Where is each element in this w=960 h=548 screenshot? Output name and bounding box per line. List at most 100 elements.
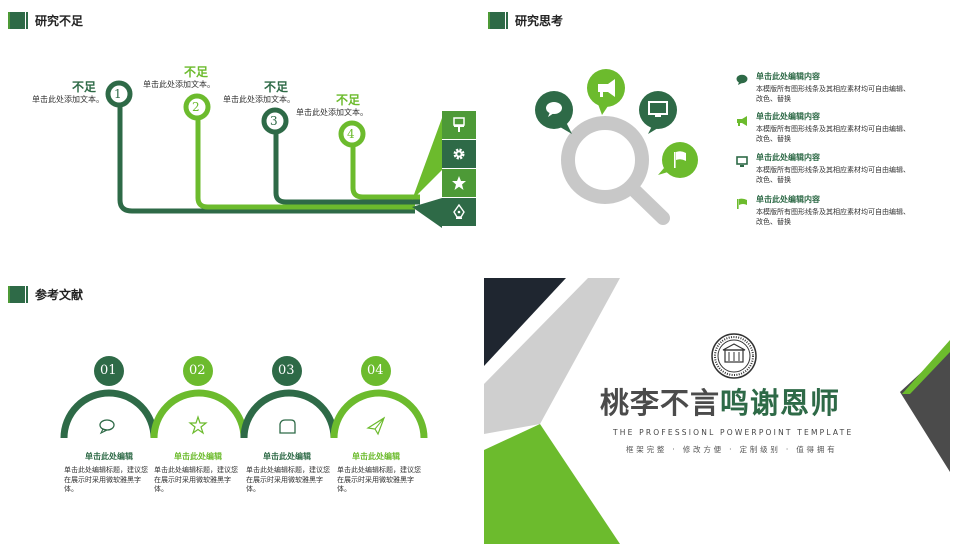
- magnifier-handle: [625, 181, 670, 225]
- slide-title-text: 研究不足: [35, 14, 84, 28]
- ref-heading-1: 单击此处编辑: [85, 452, 133, 461]
- ref-heading-2: 单击此处编辑: [174, 452, 222, 461]
- connector-line-3: [273, 132, 420, 205]
- slide-title: 研究思考: [488, 12, 564, 29]
- megaphone-icon: [587, 69, 625, 115]
- paper-plane-icon: [366, 416, 386, 436]
- monitor-icon: [736, 156, 748, 167]
- connector-line-1: [117, 104, 415, 214]
- thought-item-1: 单击此处编辑内容 本模版所有图形线条及其相应素材均可自由编辑、改色、替换: [756, 71, 916, 104]
- gap-text-2: 单击此处添加文本。: [143, 80, 215, 89]
- english-subtitle: THE PROFESSIONL POWERPOINT TEMPLATE: [613, 428, 854, 437]
- thought-heading: 单击此处编辑内容: [756, 195, 820, 204]
- gap-heading-2: 不足: [184, 65, 209, 79]
- thought-text: 本模版所有图形线条及其相应素材均可自由编辑、改色、替换: [756, 208, 910, 226]
- wedge-light: [412, 118, 442, 200]
- closing-title-part2: 鸣谢恩师: [720, 386, 841, 420]
- thought-item-2: 单击此处编辑内容 本模版所有图形线条及其相应素材均可自由编辑、改色、替换: [756, 111, 916, 144]
- star-icon: [442, 169, 476, 197]
- ref-heading-3: 单击此处编辑: [263, 452, 311, 461]
- step-circle-4: [338, 120, 366, 148]
- magnifier-lens: [561, 116, 649, 204]
- ref-number-1: 01: [100, 363, 117, 378]
- closing-title-part1: 桃李不言: [600, 386, 721, 420]
- green-polygon: [484, 424, 620, 544]
- title-accent-bar: [488, 12, 508, 29]
- slide-title: 研究不足: [8, 12, 84, 29]
- step-circle-3: [261, 107, 289, 135]
- thought-heading: 单击此处编辑内容: [756, 153, 820, 162]
- ref-number-circle-1: [94, 356, 124, 386]
- gap-text-3: 单击此处添加文本。: [223, 95, 295, 104]
- arch-1: [60, 389, 158, 439]
- step-circle-1: [105, 80, 133, 108]
- flag-icon: [737, 198, 747, 209]
- chinese-subtitle: 框架完整 · 修改方便 · 定制级别 · 值得拥有: [626, 445, 838, 454]
- step-number-4: 4: [347, 127, 355, 141]
- geometric-background: [484, 278, 950, 544]
- slide-title-text: 参考文献: [35, 288, 84, 302]
- step-number-1: 1: [114, 87, 122, 101]
- ref-number-circle-3: [272, 356, 302, 386]
- paint-brush-icon: [442, 111, 476, 139]
- slide-references: 参考文献 01 02 03 04 单击此处编辑 单击此处编辑标题，建议您在展示时…: [0, 274, 480, 548]
- ref-heading-4: 单击此处编辑: [352, 452, 400, 461]
- ref-number-circle-2: [183, 356, 213, 386]
- ref-text-3: 单击此处编辑标题，建议您在展示时采用微软雅黑字体。: [246, 466, 330, 493]
- magnifier-graphic: [535, 69, 698, 225]
- step-number-2: 2: [192, 100, 200, 114]
- step-number-3: 3: [270, 114, 278, 128]
- slide-research-gaps: 研究不足 1 2 3 4 不足 单击此处添加文本。 不足 单击此处添加文本。 不…: [0, 0, 480, 274]
- gap-text-1: 单击此处添加文本。: [32, 95, 104, 104]
- university-seal-logo: [711, 333, 757, 379]
- thought-text: 本模版所有图形线条及其相应素材均可自由编辑、改色、替换: [756, 85, 910, 103]
- chat-bubble-icon: [535, 91, 573, 134]
- step-circle-2: [183, 93, 211, 121]
- arch-4: [330, 389, 428, 439]
- ref-number-4: 04: [367, 363, 384, 378]
- ref-number-2: 02: [189, 363, 206, 378]
- pen-nib-icon: [442, 198, 476, 226]
- thought-text: 本模版所有图形线条及其相应素材均可自由编辑、改色、替换: [756, 125, 910, 143]
- thought-heading: 单击此处编辑内容: [756, 112, 820, 121]
- wedge-dark: [412, 198, 442, 228]
- gear-icon: [442, 140, 476, 168]
- ref-text-2: 单击此处编辑标题，建议您在展示时采用微软雅黑字体。: [154, 466, 238, 493]
- thought-item-4: 单击此处编辑内容 本模版所有图形线条及其相应素材均可自由编辑、改色、替换: [756, 194, 916, 227]
- arch-graphic: [60, 356, 428, 439]
- thought-heading: 单击此处编辑内容: [756, 72, 820, 81]
- megaphone-icon: [737, 116, 747, 126]
- slide-title-text: 研究思考: [515, 14, 564, 28]
- thought-item-3: 单击此处编辑内容 本模版所有图形线条及其相应素材均可自由编辑、改色、替换: [756, 152, 916, 185]
- title-accent-bar: [8, 12, 28, 29]
- arch-3: [240, 389, 338, 439]
- slide-thank-you: 桃李不言鸣谢恩师 THE PROFESSIONL POWERPOINT TEMP…: [480, 274, 960, 548]
- connector-line-4: [350, 146, 420, 200]
- ref-number-circle-4: [361, 356, 391, 386]
- ref-text-1: 单击此处编辑标题，建议您在展示时采用微软雅黑字体。: [64, 466, 148, 493]
- star-icon: [188, 415, 208, 435]
- thought-text: 本模版所有图形线条及其相应素材均可自由编辑、改色、替换: [756, 166, 910, 184]
- title-accent-bar: [8, 286, 28, 303]
- arch-2: [150, 389, 248, 439]
- chat-bubble-icon: [99, 419, 115, 435]
- gap-text-4: 单击此处添加文本。: [296, 108, 368, 117]
- home-icon: [279, 419, 296, 434]
- monitor-icon: [639, 91, 677, 134]
- timeline-graphic: [105, 80, 442, 228]
- green-strip: [902, 340, 950, 394]
- connector-line-2: [195, 118, 415, 210]
- gap-heading-1: 不足: [72, 80, 97, 94]
- dark-gray-triangle: [900, 346, 950, 472]
- flag-icon: [658, 142, 698, 178]
- slide-title: 参考文献: [8, 286, 84, 303]
- closing-title: 桃李不言鸣谢恩师: [600, 380, 840, 422]
- chat-bubble-icon: [736, 74, 748, 85]
- dark-polygon: [484, 278, 566, 366]
- ref-number-3: 03: [278, 363, 295, 378]
- gap-heading-3: 不足: [264, 80, 289, 94]
- slide-research-thinking: 研究思考 单击此处编辑内容 本模版所有图形线条及其相应素材均可自由编辑、改色、替…: [480, 0, 960, 274]
- gray-polygon: [484, 278, 620, 434]
- gap-heading-4: 不足: [336, 93, 361, 107]
- ref-text-4: 单击此处编辑标题，建议您在展示时采用微软雅黑字体。: [337, 466, 421, 493]
